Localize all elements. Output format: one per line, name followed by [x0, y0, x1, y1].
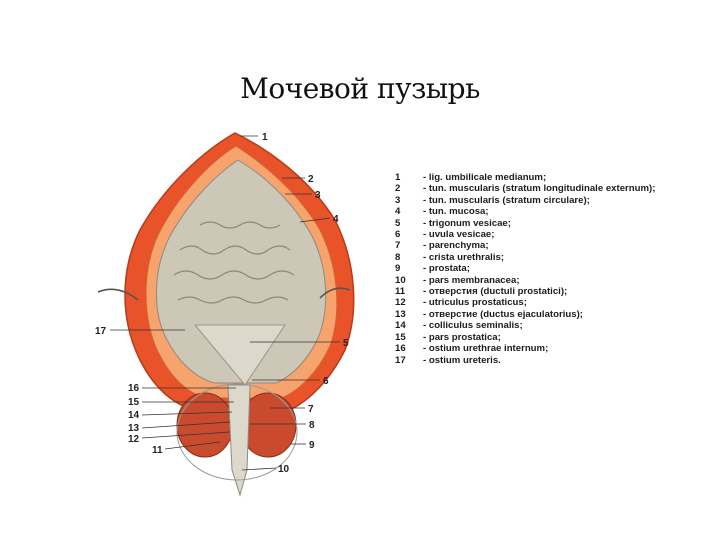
callout-16: 16 [128, 383, 140, 394]
legend-number: 8 [395, 251, 401, 263]
legend-number: 2 [395, 183, 401, 195]
callout-8: 8 [309, 420, 315, 431]
prostate-capsule [176, 383, 298, 481]
legend-text: - prostata; [423, 263, 470, 275]
legend-number: 14 [395, 320, 406, 332]
legend-number: 9 [395, 263, 401, 275]
callout-9: 9 [309, 440, 315, 451]
legend-text: - отверстия (ductuli prostatici); [423, 286, 568, 298]
callout-15: 15 [128, 397, 140, 408]
legend-number: 15 [395, 331, 406, 343]
callout-17: 17 [95, 326, 107, 337]
legend-number: 6 [395, 229, 401, 241]
legend-item: 14 - colliculus seminalis; [395, 320, 715, 331]
trigone [193, 324, 286, 386]
legend-number: 12 [395, 297, 406, 309]
legend-number: 7 [395, 240, 401, 252]
legend-number: 10 [395, 274, 406, 286]
legend-text: - utriculus prostaticus; [423, 297, 527, 309]
legend-number: 17 [395, 354, 406, 366]
slide-title: Мочевой пузырь [240, 72, 480, 105]
legend-item: 1 - lig. umbilicale medianum; [395, 172, 715, 183]
callout-2: 2 [308, 174, 314, 185]
legend-text: - pars prostatica; [423, 331, 501, 343]
legend-number: 1 [395, 172, 401, 183]
urethra [227, 384, 251, 497]
legend-text: - tun. mucosa; [423, 206, 489, 218]
callout-6: 6 [323, 376, 329, 387]
legend-number: 5 [395, 217, 401, 229]
callout-1: 1 [262, 132, 268, 143]
legend-item: 7 - parenchyma; [395, 240, 715, 251]
legend: 1 - lig. umbilicale medianum; 2 - tun. musc… [395, 172, 715, 366]
legend-text: - отверстие (ductus ejaculatorius); [423, 308, 583, 320]
callout-14: 14 [128, 410, 140, 421]
right-ureter [319, 287, 351, 299]
legend-item: 2 - tun. muscularis (stratum longitudinal… [395, 183, 715, 194]
callout-11: 11 [152, 445, 163, 456]
leader-lines [110, 135, 340, 471]
legend-text: - ostium ureteris. [423, 354, 501, 366]
mucosal-folds [173, 221, 295, 304]
legend-item: 13 - отверстие (ductus ejaculatorius); [395, 309, 715, 320]
legend-number: 16 [395, 343, 406, 355]
legend-text: - tun. muscularis (stratum longitudinale… [423, 183, 656, 195]
legend-text: - colliculus seminalis; [423, 320, 523, 332]
legend-item: 15 - pars prostatica; [395, 332, 715, 343]
legend-item: 5 - trigonum vesicae; [395, 218, 715, 229]
legend-item: 11 - отверстия (ductuli prostatici); [395, 286, 715, 297]
legend-text: - trigonum vesicae; [423, 217, 511, 229]
legend-item: 16 - ostium urethrae internum; [395, 343, 715, 354]
legend-item: 8 - crista urethralis; [395, 252, 715, 263]
legend-text: - ostium urethrae internum; [423, 343, 549, 355]
legend-text: - lig. umbilicale medianum; [423, 172, 547, 183]
legend-number: 13 [395, 308, 406, 320]
left-ureter [97, 288, 139, 301]
legend-item: 4 - tun. mucosa; [395, 206, 715, 217]
callout-12: 12 [128, 434, 140, 445]
callout-3: 3 [315, 190, 321, 201]
callout-10: 10 [278, 464, 290, 475]
legend-text: - tun. muscularis (stratum circulare); [423, 194, 590, 206]
legend-item: 9 - prostata; [395, 263, 715, 274]
legend-item: 12 - utriculus prostaticus; [395, 297, 715, 308]
legend-number: 11 [395, 286, 406, 298]
legend-text: - pars membranacea; [423, 274, 520, 286]
legend-number: 4 [395, 206, 401, 218]
callout-4: 4 [333, 214, 339, 225]
legend-text: - parenchyma; [423, 240, 489, 252]
callout-13: 13 [128, 423, 140, 434]
legend-item: 17 - ostium ureteris. [395, 355, 715, 366]
legend-text: - uvula vesicae; [423, 229, 495, 241]
callout-5: 5 [343, 338, 349, 349]
legend-item: 10 - pars membranacea; [395, 275, 715, 286]
legend-item: 3 - tun. muscularis (stratum circulare); [395, 195, 715, 206]
legend-number: 3 [395, 194, 401, 206]
legend-item: 6 - uvula vesicae; [395, 229, 715, 240]
callout-7: 7 [308, 404, 314, 415]
legend-text: - crista urethralis; [423, 251, 505, 263]
